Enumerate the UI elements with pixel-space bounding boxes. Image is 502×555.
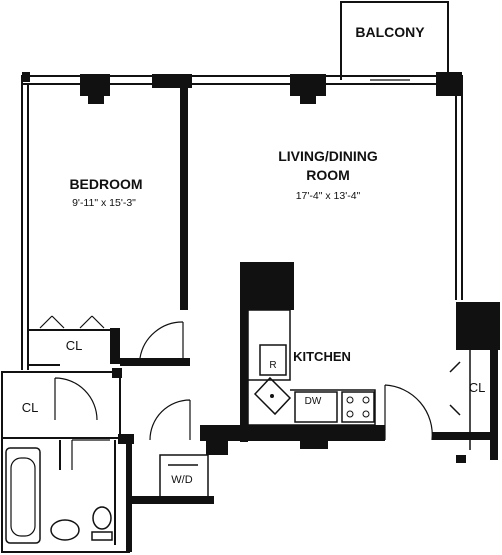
dishwasher-label: DW (305, 396, 322, 407)
stove-box (341, 391, 375, 423)
dishwasher-box (294, 391, 338, 423)
kitchen-left-wall (240, 262, 248, 442)
living-dimensions: 17'-4" x 13'-4" (296, 190, 361, 202)
right-exterior-wall (455, 84, 463, 300)
balcony-slider (365, 79, 420, 85)
living-label-line2: ROOM (306, 167, 350, 183)
bathtub (5, 447, 41, 544)
bathroom-sink (50, 519, 80, 541)
right-lower-wall (490, 350, 498, 460)
bath-divider (59, 440, 116, 545)
refrigerator-box (259, 344, 287, 376)
column-top-3 (290, 74, 326, 96)
living-label-line1: LIVING/DINING (278, 148, 378, 164)
hall-closet-door-swing (54, 377, 98, 421)
kitchen-bottom-wall (200, 425, 385, 441)
column-top-1 (80, 74, 110, 96)
right-column (456, 302, 500, 350)
mark-right-1 (456, 455, 466, 463)
burner-4 (362, 410, 370, 418)
bedroom-bottom-wall (120, 358, 190, 366)
toilet-tank (91, 531, 113, 541)
living-closet-label: CL (469, 380, 486, 395)
right-bottom-wall (432, 432, 498, 440)
bedroom-dimensions: 9'-11" x 15'-3" (72, 197, 136, 209)
kitchen-label: KITCHEN (293, 349, 351, 364)
burner-1 (346, 396, 354, 404)
column-top-1-b (88, 96, 104, 104)
refrigerator-label: R (269, 360, 276, 371)
laundry-bottom-wall (130, 496, 214, 504)
balcony-outline (340, 1, 449, 80)
mark-left-1 (22, 72, 30, 82)
laundry-lower-wall (126, 440, 132, 552)
washer-dryer-label: W/D (171, 474, 192, 486)
column-top-4 (436, 72, 462, 96)
kitchen-bottom-notch (300, 441, 328, 449)
lower-left-wall (1, 438, 130, 553)
bath-door-swing (71, 439, 110, 470)
left-exterior-wall (21, 76, 29, 370)
bedroom-door-swing (139, 321, 184, 359)
laundry-right-wall (206, 435, 228, 455)
bedroom-closet-box (28, 329, 112, 366)
column-top-3-b (300, 96, 316, 104)
balcony-label: BALCONY (355, 24, 425, 40)
kitchen-column (240, 262, 294, 310)
bedroom-label: BEDROOM (69, 176, 142, 192)
hall-closet-right (112, 368, 122, 378)
hall-closet-box (1, 371, 121, 439)
bath-right-thick (118, 434, 134, 444)
hall-closet-label: CL (22, 400, 39, 415)
burner-2 (362, 396, 370, 404)
laundry-door-swing (149, 399, 191, 441)
kitchen-door-swing (384, 384, 433, 441)
bedroom-closet-doors (39, 315, 105, 329)
kitchen-sink (253, 376, 292, 416)
bedroom-closet-label: CL (66, 338, 83, 353)
bathtub-inner (10, 457, 36, 537)
burner-3 (346, 410, 354, 418)
sink-drain (270, 394, 274, 398)
closet-post (110, 328, 120, 364)
bedroom-living-wall (180, 84, 188, 310)
toilet-bowl (92, 506, 112, 530)
